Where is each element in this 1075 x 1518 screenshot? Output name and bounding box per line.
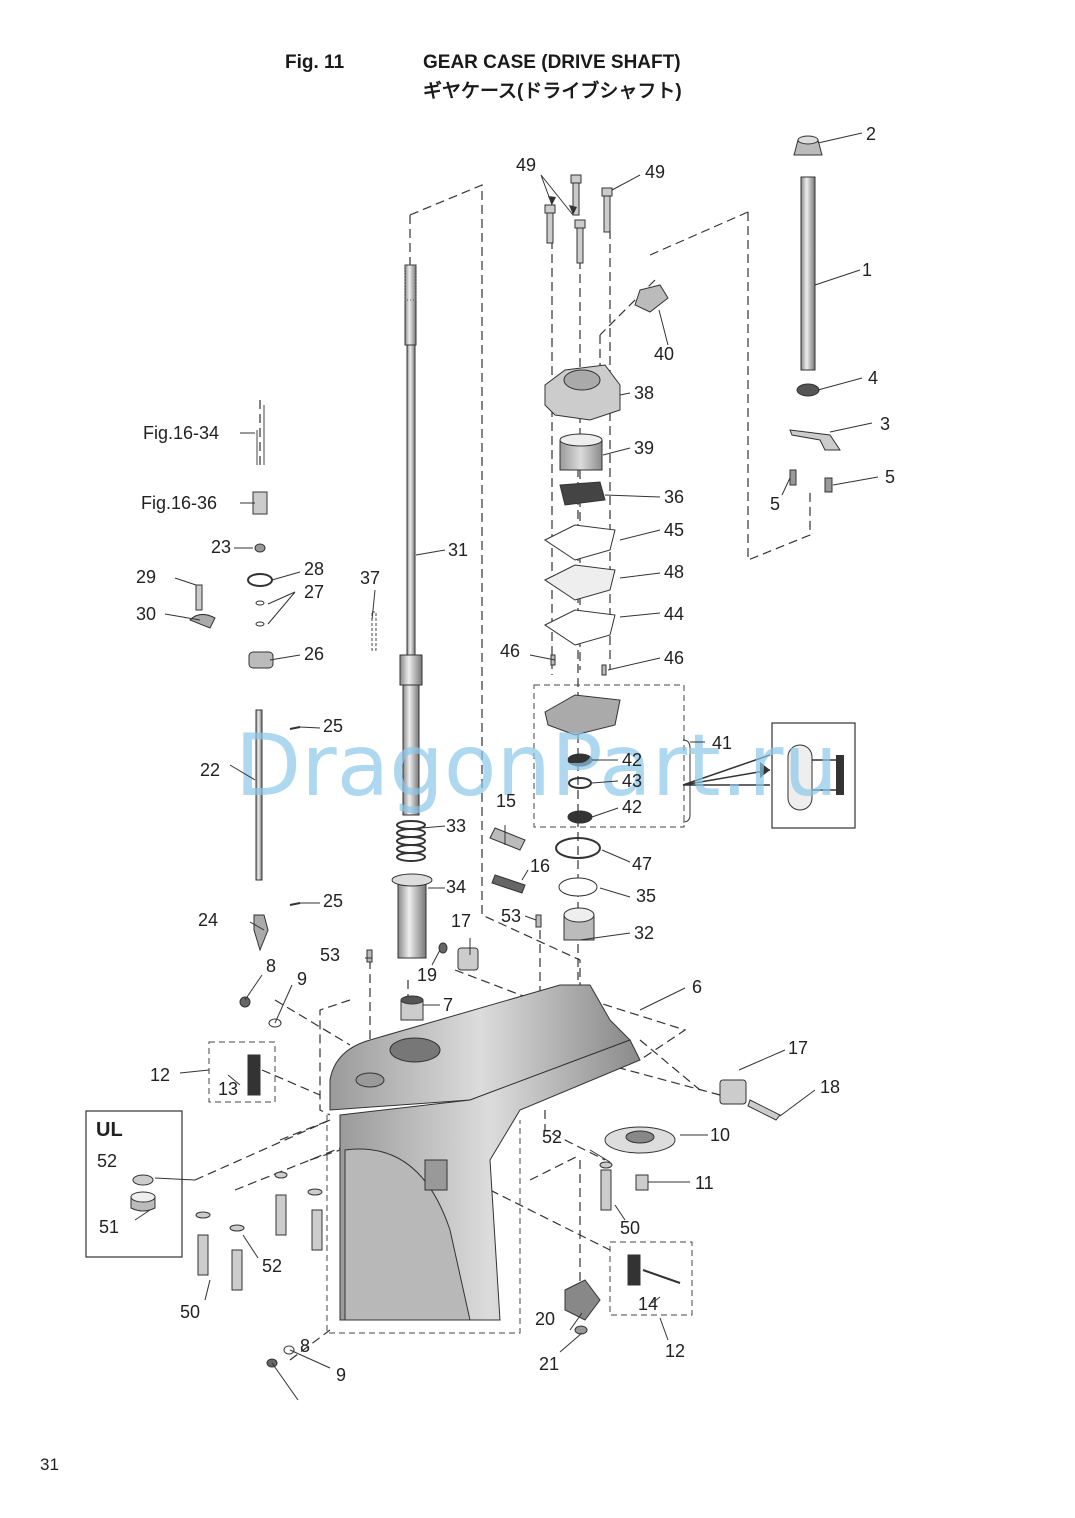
figure-title-en: GEAR CASE (DRIVE SHAFT) (423, 52, 681, 73)
part-label: 22 (200, 760, 220, 780)
page-number: 31 (40, 1455, 59, 1474)
pin (371, 611, 377, 651)
bolts-49 (544, 174, 613, 264)
water-pump-stack (544, 284, 669, 941)
part-label: 11 (695, 1173, 714, 1193)
part-label: 53 (501, 906, 521, 926)
part-label: 14 (638, 1294, 658, 1314)
drive-shaft (399, 264, 423, 816)
part-label: 18 (820, 1077, 840, 1097)
part-label: 37 (360, 568, 380, 588)
part-label: 12 (150, 1065, 170, 1085)
part-label: 35 (636, 886, 656, 906)
leader-arrowheads (548, 196, 577, 215)
part-label: 26 (304, 644, 324, 664)
part-label: 38 (634, 383, 654, 403)
part-label: 3 (880, 414, 890, 434)
ul-inset-label: UL (96, 1119, 123, 1141)
part-label: 32 (634, 923, 654, 943)
shift-rod (189, 405, 301, 952)
part-label: 43 (622, 771, 642, 791)
seal-detail-inset (682, 722, 856, 829)
part-label: 12 (665, 1341, 685, 1361)
part-label: 23 (211, 537, 231, 557)
part-label: 29 (136, 567, 156, 587)
part-number-labels: 1234556788991011121213141516171718192021… (97, 124, 895, 1385)
part-label: 16 (530, 856, 550, 876)
part-label: 9 (297, 969, 307, 989)
part-label: 30 (136, 604, 156, 624)
part-label: 51 (99, 1217, 119, 1237)
figure-reference-label: Fig.16-34 (143, 423, 219, 443)
part-label: 31 (448, 540, 468, 560)
gear-case-housing (329, 984, 641, 1321)
part-label: 5 (770, 494, 780, 514)
part-label: 52 (97, 1151, 117, 1171)
figure-reference-label: Fig.16-36 (141, 493, 217, 513)
part-label: 52 (262, 1256, 282, 1276)
part-label: 46 (500, 641, 520, 661)
leader-lines (134, 132, 879, 1401)
misc-fasteners (195, 942, 781, 1368)
water-tube (789, 135, 841, 493)
ul-variant-inset: UL (85, 1110, 183, 1258)
part-label: 21 (539, 1354, 559, 1374)
part-label: 4 (868, 368, 878, 388)
part-label: 27 (304, 582, 324, 602)
spring (396, 820, 426, 862)
part-label: 40 (654, 344, 674, 364)
part-label: 46 (664, 648, 684, 668)
part-label: 20 (535, 1309, 555, 1329)
figure-label: Fig. 11 (285, 52, 345, 73)
part-label: 13 (218, 1079, 238, 1099)
part-label: 2 (866, 124, 876, 144)
part-label: 19 (417, 965, 437, 985)
part-label: 8 (266, 956, 276, 976)
part-label: 5 (885, 467, 895, 487)
part-label: 33 (446, 816, 466, 836)
part-label: 25 (323, 891, 343, 911)
part-label: 48 (664, 562, 684, 582)
part-label: 10 (710, 1125, 730, 1145)
part-label: 49 (516, 155, 536, 175)
part-label: 34 (446, 877, 466, 897)
part-label: 7 (443, 995, 453, 1015)
part-label: 50 (620, 1218, 640, 1238)
part-label: 17 (788, 1038, 808, 1058)
part-label: 53 (320, 945, 340, 965)
part-label: 50 (180, 1302, 200, 1322)
part-label: 52 (542, 1127, 562, 1147)
part-label: 49 (645, 162, 665, 182)
part-label: 36 (664, 487, 684, 507)
watermark: DragonPart.ru (235, 716, 838, 816)
sleeve (391, 873, 433, 959)
part-label: 44 (664, 604, 684, 624)
part-label: 1 (862, 260, 872, 280)
subassembly-boxes (208, 684, 693, 1334)
part-label: 47 (632, 854, 652, 874)
part-label: 42 (622, 750, 642, 770)
part-label: 15 (496, 791, 516, 811)
part-label: 9 (336, 1365, 346, 1385)
part-label: 24 (198, 910, 218, 930)
part-label: 25 (323, 716, 343, 736)
part-label: 45 (664, 520, 684, 540)
part-label: 6 (692, 977, 702, 997)
part-label: 8 (300, 1336, 310, 1356)
part-label: 17 (451, 911, 471, 931)
part-label: 42 (622, 797, 642, 817)
figure-title-jp: ギヤケース(ドライブシャフト) (423, 81, 682, 102)
part-label: 41 (712, 733, 732, 753)
part-label: 28 (304, 559, 324, 579)
part-label: 39 (634, 438, 654, 458)
bushing (400, 995, 424, 1021)
